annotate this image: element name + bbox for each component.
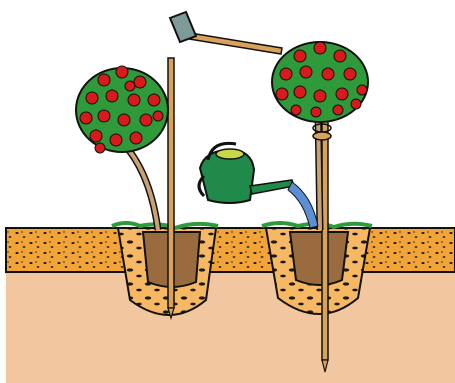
- hammer-head: [170, 12, 196, 42]
- subsoil: [6, 262, 455, 383]
- hammer-handle: [183, 32, 282, 54]
- water-stream: [288, 182, 318, 228]
- watering-can: [199, 143, 294, 203]
- left-rose-crown: [76, 66, 168, 153]
- right-root-ball: [290, 232, 348, 285]
- right-stake: [322, 110, 328, 360]
- right-rose-crown: [272, 42, 368, 122]
- left-rose-stem: [120, 140, 158, 230]
- topsoil-layer: [6, 228, 455, 272]
- hammer: [170, 12, 282, 54]
- left-stake: [168, 58, 174, 308]
- watering-can-spout: [250, 180, 294, 194]
